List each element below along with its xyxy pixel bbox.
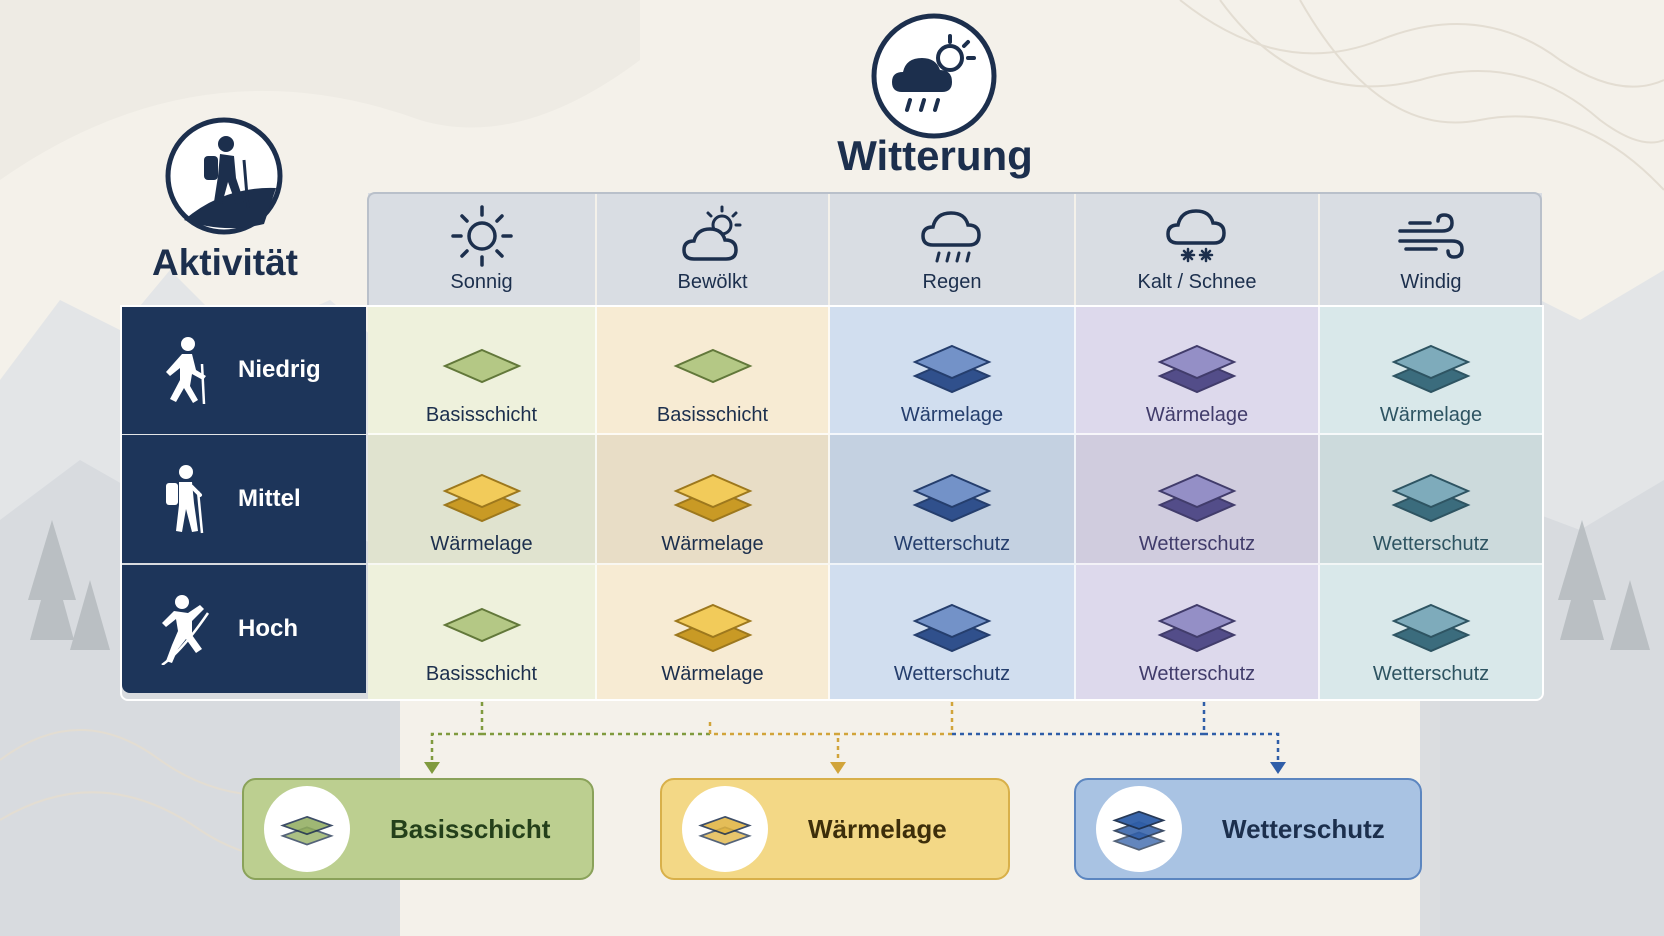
legend-label: Wetterschutz: [1222, 813, 1385, 844]
column-label: Windig: [1400, 271, 1462, 293]
matrix-cell: Wetterschutz: [1076, 435, 1320, 565]
row-label: Niedrig: [238, 356, 321, 383]
cell-label: Wärmelage: [661, 663, 764, 685]
column-header-windy: Windig: [1320, 193, 1542, 305]
column-label: Kalt / Schnee: [1137, 271, 1257, 293]
matrix-cell: Wetterschutz: [1076, 565, 1320, 700]
activity-badge-icon: [165, 117, 283, 235]
layer-stack-icon: [1391, 473, 1471, 523]
cell-label: Basisschicht: [425, 663, 538, 685]
legend-icon-circle: [682, 786, 768, 872]
column-header-cloudy: Bewölkt: [597, 193, 830, 305]
layer-stack-icon: [441, 607, 522, 643]
cell-label: Wetterschutz: [1138, 663, 1256, 685]
sun-icon: [450, 205, 513, 267]
layer-stack-icon: [1157, 603, 1237, 653]
climber-icon: [161, 595, 210, 665]
column-label: Sonnig: [450, 271, 513, 293]
matrix-cell: Wetterschutz: [1320, 565, 1542, 700]
matrix-cell: Wärmelage: [1076, 306, 1320, 435]
matrix-cell: Basisschicht: [597, 306, 830, 435]
layer-stack-icon: [441, 348, 522, 384]
row-header-high: Hoch: [122, 565, 366, 693]
cell-label: Wärmelage: [1145, 404, 1249, 426]
layer-stack-icon: [1157, 473, 1237, 523]
matrix-cell: Wärmelage: [368, 435, 597, 565]
column-header-rain: Regen: [830, 193, 1076, 305]
layer-stack-icon: [912, 473, 992, 523]
legend-label: Wärmelage: [808, 813, 947, 844]
column-header-snow: Kalt / Schnee: [1076, 193, 1320, 305]
cell-label: Wetterschutz: [1372, 533, 1490, 555]
column-label: Bewölkt: [677, 271, 748, 293]
layer-stack-icon: [441, 473, 522, 523]
matrix-cell: Wärmelage: [830, 306, 1076, 435]
layer-stack-icon: [672, 348, 753, 384]
matrix-cell: Wärmelage: [597, 435, 830, 565]
column-header-sunny: Sonnig: [368, 193, 597, 305]
layer-stack-icon: [1112, 810, 1166, 851]
cell-label: Wetterschutz: [893, 533, 1011, 555]
cell-label: Wärmelage: [661, 533, 764, 555]
matrix-cell: Wärmelage: [1320, 306, 1542, 435]
cell-label: Wetterschutz: [1138, 533, 1256, 555]
layer-stack-icon: [1391, 344, 1471, 394]
partly-cloudy-icon: [681, 205, 741, 261]
legend-weather-protection: Wetterschutz: [1074, 778, 1422, 880]
legend-label: Basisschicht: [390, 813, 551, 844]
rain-cloud-icon: [921, 211, 981, 263]
snow-cloud-icon: [1166, 209, 1226, 263]
layer-stack-icon: [672, 473, 753, 523]
matrix-cell: Basisschicht: [368, 565, 597, 700]
legend-warm-layer: Wärmelage: [660, 778, 1010, 880]
cell-label: Wärmelage: [1379, 404, 1483, 426]
weather-badge-icon: [871, 13, 997, 139]
matrix-cell: Wetterschutz: [830, 565, 1076, 700]
layer-stack-icon: [912, 344, 992, 394]
weather-axis-title: Witterung: [837, 132, 1033, 179]
layer-stack-icon: [912, 603, 992, 653]
matrix-cell: Wetterschutz: [1320, 435, 1542, 565]
activity-axis-title: Aktivität: [152, 242, 298, 283]
matrix-cell: Basisschicht: [368, 306, 597, 435]
row-header-low: Niedrig: [122, 306, 366, 434]
cell-label: Wetterschutz: [1372, 663, 1490, 685]
legend-icon-circle: [264, 786, 350, 872]
hiker-backpack-icon: [166, 465, 204, 534]
layer-stack-icon: [1157, 344, 1237, 394]
row-header-medium: Mittel: [122, 435, 366, 563]
matrix-cell: Wärmelage: [597, 565, 830, 700]
column-label: Regen: [922, 271, 982, 293]
cell-label: Wärmelage: [430, 533, 533, 555]
row-label: Hoch: [238, 615, 298, 642]
legend-icon-circle: [1096, 786, 1182, 872]
layer-stack-icon: [1391, 603, 1471, 653]
layer-stack-icon: [280, 815, 334, 846]
walking-hiker-icon: [166, 337, 206, 405]
cell-label: Basisschicht: [656, 404, 769, 426]
cell-label: Basisschicht: [425, 404, 538, 426]
layer-stack-icon: [698, 815, 752, 846]
wind-icon: [1398, 213, 1464, 259]
cell-label: Wärmelage: [900, 404, 1004, 426]
layer-stack-icon: [672, 603, 753, 653]
matrix-cell: Wetterschutz: [830, 435, 1076, 565]
row-label: Mittel: [238, 485, 301, 512]
cell-label: Wetterschutz: [893, 663, 1011, 685]
legend-base-layer: Basisschicht: [242, 778, 594, 880]
